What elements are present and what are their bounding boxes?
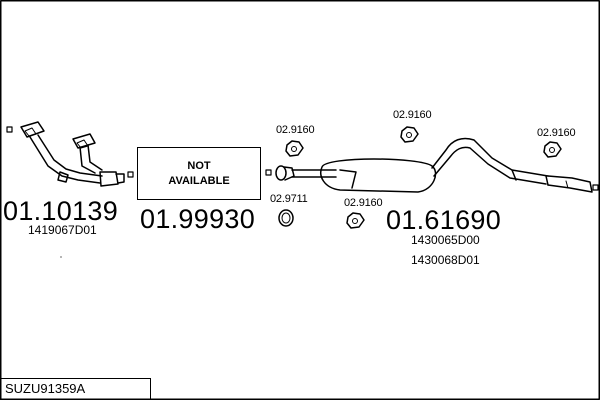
hanger-label-2: 02.9160 [393,109,432,121]
hanger-drawing-3 [346,212,365,229]
gasket-label: 02.9711 [270,193,308,205]
hanger-label-4: 02.9160 [537,127,576,139]
connector-marker [592,184,599,191]
middle-part-number: 01.99930 [140,204,256,234]
front-pipe-part-number: 01.10139 [3,196,119,226]
stray-dot [60,256,62,258]
gasket-drawing [278,209,294,227]
not-available-line2: AVAILABLE [168,174,230,187]
connector-marker [6,126,13,133]
rear-silencer-drawing [275,137,593,193]
hanger-label-3: 02.9160 [344,197,383,209]
connector-marker [127,171,134,178]
not-available-line1: NOT [187,159,211,172]
hanger-drawing-2 [400,126,419,143]
not-available-box: NOT AVAILABLE [137,147,261,200]
reference-code: SUZU91359A [5,381,86,396]
front-pipe-oe-code: 1419067D01 [28,223,97,237]
reference-box: SUZU91359A [0,378,151,400]
rear-silencer-part-number: 01.61690 [386,205,502,235]
rear-silencer-oe-code-1: 1430065D00 [411,233,480,247]
connector-marker [265,169,272,176]
hanger-drawing-4 [543,141,562,158]
rear-silencer-oe-code-2: 1430068D01 [411,253,480,267]
hanger-label-1: 02.9160 [276,124,315,136]
front-pipe-drawing [20,121,125,187]
hanger-drawing-1 [285,140,304,157]
